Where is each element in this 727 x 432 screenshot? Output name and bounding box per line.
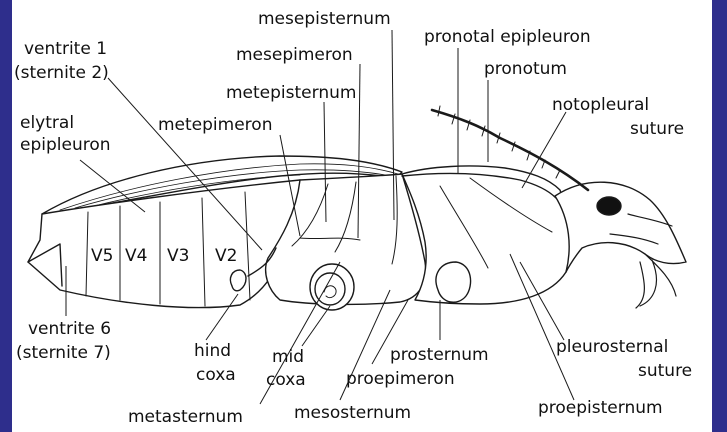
leader-notopleural: [522, 112, 566, 188]
label-pronotal-epipleuron: pronotal epipleuron: [424, 27, 591, 47]
label-notopleural-line1: notopleural: [552, 95, 649, 115]
label-proepisternum: proepisternum: [538, 398, 663, 418]
label-notopleural-line2: suture: [630, 119, 684, 139]
label-metepisternum: metepisternum: [226, 83, 356, 103]
label-hind-line2: coxa: [196, 365, 236, 385]
label-pleurosternal-line1: pleurosternal: [556, 337, 668, 357]
leader-mid-coxa: [302, 306, 330, 346]
label-mid-line2: coxa: [266, 370, 306, 390]
fore-coxa: [436, 262, 471, 302]
label-pleurosternal-line2: suture: [638, 361, 692, 381]
label-ventrite1-line1: ventrite 1: [24, 39, 107, 59]
label-mesosternum: mesosternum: [294, 403, 411, 423]
label-mesepisternum: mesepisternum: [258, 9, 391, 29]
label-proepimeron: proepimeron: [346, 369, 455, 389]
beetle-illustration: [28, 106, 686, 310]
label-v4: V4: [125, 246, 147, 266]
label-v5: V5: [91, 246, 113, 266]
label-elytral-line1: elytral: [20, 113, 74, 133]
label-v2: V2: [215, 246, 237, 266]
compound-eye: [597, 197, 621, 215]
label-metepimeron: metepimeron: [158, 115, 272, 135]
label-v3: V3: [167, 246, 189, 266]
label-ventrite1-line2: (sternite 2): [14, 63, 109, 83]
label-mid-line1: mid: [272, 347, 304, 367]
label-ventrite6-line1: ventrite 6: [28, 319, 111, 339]
prothorax-outline: [402, 166, 570, 304]
label-metasternum: metasternum: [128, 407, 243, 427]
label-ventrite6-line2: (sternite 7): [16, 343, 111, 363]
label-hind-line1: hind: [194, 341, 231, 361]
label-mesepimeron: mesepimeron: [236, 45, 353, 65]
label-elytral-line2: epipleuron: [20, 135, 111, 155]
label-pronotum: pronotum: [484, 59, 567, 79]
head-outline: [555, 182, 686, 272]
label-prosternum: prosternum: [390, 345, 489, 365]
